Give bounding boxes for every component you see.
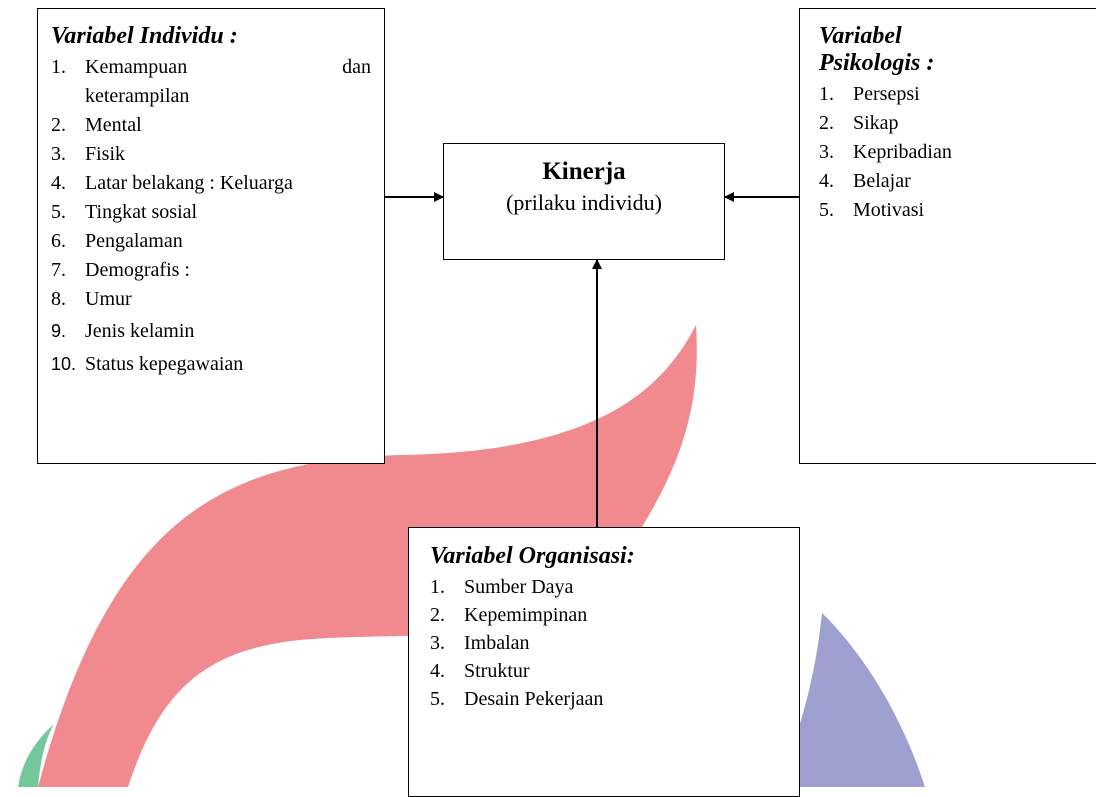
list-item: 4. Latar belakang : Keluarga — [51, 169, 371, 198]
list-item: 9. Jenis kelamin — [51, 317, 371, 346]
variabel-psikologis-list: 1. Persepsi 2. Sikap 3. Kepribadian 4. Belaj… — [819, 80, 1096, 225]
list-item: 1. Kemampuan dan keterampilan — [51, 53, 371, 111]
list-item: 2. Kepemimpinan — [430, 601, 799, 629]
item-number: 3. — [819, 141, 834, 163]
item-number: 2. — [430, 604, 445, 626]
list-item: 2. Sikap — [819, 109, 1096, 138]
list-item: 5. Tingkat sosial — [51, 198, 371, 227]
list-item: 1. Sumber Daya — [430, 573, 799, 601]
item-text: Sikap — [853, 112, 899, 134]
watermark-blue-shape — [778, 613, 925, 787]
variabel-organisasi-title: Variabel Organisasi: — [430, 543, 635, 569]
item-text: Imbalan — [464, 632, 530, 654]
item-number: 6. — [51, 230, 66, 252]
item-number: 8. — [51, 288, 66, 310]
kinerja-box: Kinerja (prilaku individu) — [443, 143, 725, 260]
item-text: Persepsi — [853, 83, 920, 105]
list-item: 6. Pengalaman — [51, 227, 371, 256]
variabel-psikologis-box: Variabel Psikologis : 1. Persepsi 2. Sikap… — [799, 8, 1096, 464]
item-number: 4. — [430, 660, 445, 682]
item-number: 7. — [51, 259, 66, 281]
kinerja-title: Kinerja — [542, 158, 626, 185]
item-number: 5. — [51, 201, 66, 223]
item-text: Desain Pekerjaan — [464, 688, 604, 710]
variabel-individu-box: Variabel Individu : 1. Kemampuan dan ket… — [37, 8, 385, 464]
list-item: 1. Persepsi — [819, 80, 1096, 109]
variabel-individu-title: Variabel Individu : — [51, 23, 238, 49]
watermark-red-swoosh — [38, 325, 697, 787]
item-text: Mental — [85, 114, 142, 136]
list-item: 3. Fisik — [51, 140, 371, 169]
item-text: Jenis kelamin — [85, 320, 195, 342]
item-number: 3. — [51, 143, 66, 165]
list-item: 5. Desain Pekerjaan — [430, 685, 799, 713]
item-number: 3. — [430, 632, 445, 654]
item-number: 2. — [51, 114, 66, 136]
item-text: Kepribadian — [853, 141, 952, 163]
item-text: Kemampuan dan keterampilan — [85, 53, 371, 111]
variabel-organisasi-list: 1. Sumber Daya 2. Kepemimpinan 3. Imbalan 4… — [430, 573, 799, 713]
list-item: 3. Imbalan — [430, 629, 799, 657]
list-item: 8. Umur — [51, 285, 371, 314]
list-item: 2. Mental — [51, 111, 371, 140]
item-number: 5. — [819, 199, 834, 221]
variabel-psikologis-title: Variabel Psikologis : — [819, 23, 935, 76]
item-text: Sumber Daya — [464, 576, 574, 598]
list-item: 4. Belajar — [819, 167, 1096, 196]
list-item: 3. Kepribadian — [819, 138, 1096, 167]
kinerja-subtitle: (prilaku individu) — [506, 190, 662, 215]
variabel-organisasi-box: Variabel Organisasi: 1. Sumber Daya 2. Kep… — [408, 527, 800, 797]
item-number: 1. — [430, 576, 445, 598]
item-text: Demografis : — [85, 259, 190, 281]
item-number: 1. — [51, 56, 66, 78]
list-item: 5. Motivasi — [819, 196, 1096, 225]
item-number: 4. — [819, 170, 834, 192]
list-item: 4. Struktur — [430, 657, 799, 685]
item-text: Tingkat sosial — [85, 201, 198, 223]
watermark-green-shape — [18, 724, 54, 787]
list-item: 7. Demografis : — [51, 256, 371, 285]
item-text: Belajar — [853, 170, 911, 192]
item-text-part: dan — [342, 56, 371, 78]
variabel-individu-list: 1. Kemampuan dan keterampilan 2. Mental 3… — [51, 53, 371, 379]
list-item: 10. Status kepegawaian — [51, 350, 371, 379]
item-number: 5. — [430, 688, 445, 710]
item-text: Latar belakang : Keluarga — [85, 172, 293, 194]
item-number: 9. — [51, 321, 67, 341]
item-number: 4. — [51, 172, 66, 194]
item-text: Motivasi — [853, 199, 925, 221]
item-number: 1. — [819, 83, 834, 105]
item-text-continuation: keterampilan — [85, 85, 190, 107]
item-text: Umur — [85, 288, 132, 310]
item-text: Pengalaman — [85, 230, 183, 252]
item-text: Fisik — [85, 143, 126, 165]
item-text: Status kepegawaian — [85, 353, 244, 375]
item-text: Kepemimpinan — [464, 604, 588, 626]
item-text-part: Kemampuan — [85, 56, 188, 78]
item-text: Struktur — [464, 660, 530, 682]
item-number: 10. — [51, 354, 77, 374]
item-number: 2. — [819, 112, 834, 134]
